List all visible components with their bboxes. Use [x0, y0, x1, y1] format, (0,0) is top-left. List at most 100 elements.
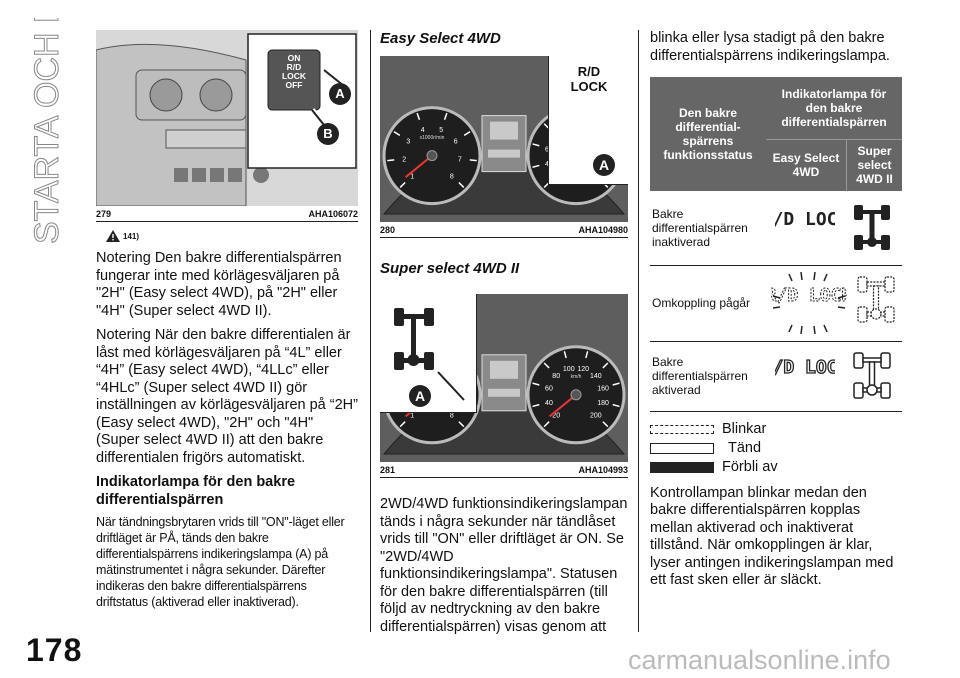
- gauge-tick-label: 7: [458, 157, 462, 164]
- gauge-needle: [548, 394, 577, 418]
- gauge-tick-label: 8: [450, 173, 454, 180]
- legend-label: Tänd: [728, 440, 762, 456]
- row-status: Omkoppling pågår: [652, 296, 751, 310]
- gauge-tick: [543, 362, 550, 369]
- display-segment: [490, 360, 518, 379]
- svg-text:R/D LOCK: R/D LOCK: [775, 209, 835, 230]
- 4wd-lock-blinking-icon: [856, 276, 895, 323]
- row-status: Bakre differentialspärren aktiverad: [652, 355, 748, 397]
- gauge-tick-label: 140: [590, 373, 602, 380]
- inset-label-rd: R/D: [577, 64, 601, 79]
- switch-label-on: ON: [287, 53, 301, 63]
- gauge-tick: [532, 382, 540, 386]
- legend-label: Blinkar: [722, 421, 767, 437]
- status-paragraph: 2WD/4WD funktionsindikeringslampan tänds…: [380, 496, 628, 635]
- 4wd-lock-icon: A: [394, 308, 465, 407]
- figure-rear-diff-switch: ON R/D LOCK OFF A B: [96, 30, 358, 206]
- gauge-tick: [585, 351, 589, 359]
- header-easy-select: Easy Select 4WD: [766, 139, 847, 191]
- watermark: carmanualsonline.info: [628, 645, 891, 675]
- legend-item-lit: Tänd: [650, 439, 902, 458]
- table-row: Omkoppling pågår R/D LOCK: [650, 265, 902, 341]
- swatch-dashed: [650, 424, 714, 434]
- rd-lock-lit-icon: R/D LOCK: [775, 356, 835, 378]
- callout-b: B: [323, 126, 333, 141]
- gauge-unit: x1000r/min: [420, 135, 445, 141]
- figure-code: AHA104993: [578, 465, 628, 475]
- legend: Blinkar Tänd Förbli av: [650, 420, 902, 477]
- column-divider: [638, 30, 639, 632]
- closing-paragraph: Kontrollampan blinkar medan den bakre di…: [650, 484, 894, 589]
- note-paragraph-2: Notering När den bakre differentialen är…: [96, 327, 358, 466]
- figure-caption: 280 AHA104980: [380, 222, 628, 238]
- swatch-filled: [650, 461, 714, 473]
- switch-label-lock: LOCK: [281, 71, 307, 81]
- display-segment: [488, 388, 520, 397]
- gauge-tick: [387, 159, 395, 162]
- legend-label: Förbli av: [722, 459, 778, 475]
- table-row: Bakre differentialspärren inaktiverad R/…: [650, 191, 902, 265]
- indicator-paragraph: När tändningsbrytaren vrids till "ON"-lä…: [96, 515, 345, 609]
- rd-lock-blinking-icon: R/D LOCK: [771, 272, 847, 334]
- inset-label-lock: LOCK: [570, 79, 608, 94]
- switch-labels: ON R/D LOCK OFF: [272, 54, 316, 90]
- gauge-tick-label: 3: [406, 139, 410, 146]
- header-status: Den bakre differential-spärrens funktion…: [650, 77, 766, 191]
- switch-label-rd: R/D: [286, 62, 302, 72]
- column-divider: [370, 30, 371, 632]
- row-lamp: R/D LOCK: [766, 341, 902, 411]
- gauge-tick: [532, 164, 540, 168]
- header-lamp: Indikatorlampa för den bakre differentia…: [766, 77, 902, 140]
- svg-text:R/D LOCK: R/D LOCK: [775, 357, 835, 378]
- column-3: blinka eller lysa stadigt på den bakre d…: [650, 30, 902, 590]
- gauge-tick-label: 180: [597, 400, 609, 407]
- gauge-tick: [602, 421, 609, 428]
- gauge-tick: [612, 382, 620, 386]
- heading-super-select: Super select 4WD II: [380, 260, 520, 277]
- row-status: Bakre differentialspärren inaktiverad: [652, 206, 748, 249]
- rd-lock-icon: R/D LOCK: [775, 209, 835, 230]
- switch-label-off: OFF: [285, 80, 303, 90]
- gauge-tick-label: 8: [450, 413, 454, 420]
- gauge-tick-label: 120: [577, 366, 589, 373]
- gauge-tick: [443, 112, 448, 120]
- gauge-tick-label: 40: [545, 400, 553, 407]
- figure-number: 280: [380, 225, 396, 235]
- gauge-tick-label: 1: [410, 173, 414, 180]
- display-segment: [490, 121, 518, 140]
- gauge-tick: [532, 143, 540, 147]
- swatch-outline: [650, 442, 714, 454]
- figure-code: AHA106072: [308, 209, 358, 219]
- gauge-tick: [399, 181, 406, 188]
- side-title-text: STARTA OCH KÖRA: [28, 18, 66, 244]
- figure-caption: 281 AHA104993: [380, 462, 628, 478]
- figure-number: 281: [380, 465, 396, 475]
- intro-paragraph: blinka eller lysa stadigt på den bakre d…: [650, 30, 890, 64]
- callout-a: A: [335, 86, 345, 101]
- gauge-tick-label: 200: [590, 413, 602, 420]
- zoom-inset: R/D LOCK A: [548, 56, 628, 185]
- gauge-tick: [602, 362, 609, 369]
- gauge-tick: [563, 351, 567, 359]
- gauge-tick-label: 4: [421, 127, 425, 134]
- gauge-tick-label: 1: [410, 413, 414, 420]
- note-paragraph-1: Notering Den bakre differentialspärren f…: [96, 250, 342, 319]
- dashboard-illustration: [96, 30, 358, 206]
- zoom-inset: A: [380, 294, 477, 413]
- gauge-tick: [393, 131, 401, 137]
- gauge-tick: [399, 421, 406, 428]
- page-number: 178: [26, 632, 83, 668]
- gauge-tick: [532, 403, 540, 408]
- header-super-select: Super select 4WD II: [846, 139, 902, 191]
- gauge-tick: [458, 181, 465, 188]
- 4wd-lock-icon: [853, 204, 890, 250]
- indicator-table: Den bakre differential-spärrens funktion…: [650, 77, 902, 412]
- figure-cluster-easy-select: 12345678x1000r/min2040608010012014016018…: [380, 56, 628, 222]
- callout-a: A: [593, 154, 615, 176]
- gauge-needle: [404, 154, 433, 178]
- gauge-tick-label: 160: [597, 386, 609, 393]
- gauge-hub: [426, 150, 438, 162]
- section-heading: Indikatorlampa för den bakre differentia…: [96, 474, 296, 508]
